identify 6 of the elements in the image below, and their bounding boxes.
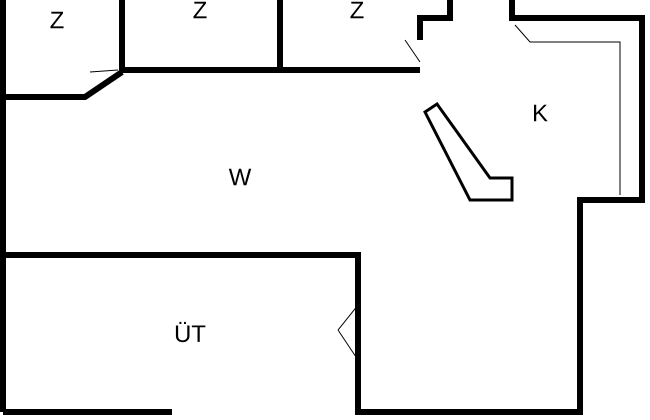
- room-label: Z: [193, 2, 207, 18]
- room-label: Z: [50, 12, 64, 28]
- room-label: ÜT: [176, 322, 206, 342]
- room-label: Z: [350, 2, 364, 18]
- room-label: W: [228, 168, 252, 186]
- room-label: K: [534, 104, 548, 122]
